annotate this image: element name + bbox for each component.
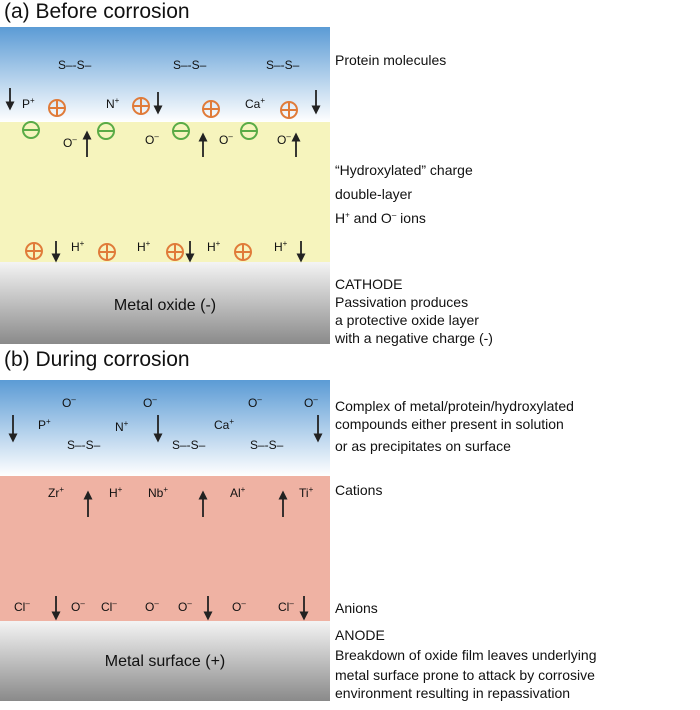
hydroxylated-charge-label: “Hydroxylated” charge	[335, 162, 473, 178]
cathode-desc-2: a protective oxide layer	[335, 312, 479, 328]
cations-label: Cations	[335, 482, 383, 498]
complex-label-1: Complex of metal/protein/hydroxylated	[335, 398, 574, 414]
ion-o-a4: O–	[277, 132, 291, 148]
ion-o-b3: O–	[178, 599, 192, 615]
disulfide-a1: S–-S–	[58, 58, 92, 72]
double-layer-label: double-layer	[335, 186, 413, 202]
protein-molecules-label: Protein molecules	[335, 52, 447, 68]
panel-b-symbols	[8, 415, 323, 621]
ion-al: Al+	[230, 485, 246, 501]
cathode-label: CATHODE	[335, 276, 403, 292]
ion-o-b2: O–	[145, 599, 159, 615]
cathode-desc-3: with a negative charge (-)	[335, 330, 493, 346]
anode-label: ANODE	[335, 627, 385, 643]
ion-h-a1: H+	[71, 239, 85, 255]
positive-charge-icon	[234, 243, 252, 261]
ion-n-a: N+	[106, 96, 120, 112]
hydroxylated-layer-band	[0, 122, 330, 262]
complex-label-3: or as precipitates on surface	[335, 438, 511, 454]
ion-h-a4: H+	[274, 239, 288, 255]
disulfide-b1: S–-S–	[67, 438, 101, 452]
disulfide-b3: S–-S–	[250, 438, 284, 452]
negative-charge-icon	[97, 122, 115, 140]
negative-charge-icon	[22, 121, 40, 139]
panel-a-title: (a) Before corrosion	[4, 0, 190, 23]
protein-solution-band-a	[0, 27, 330, 122]
ion-cl-b1: Cl–	[14, 599, 30, 615]
ion-o-b-a: O–	[62, 395, 76, 411]
metal-surface-label: Metal surface (+)	[104, 653, 226, 670]
negative-charge-icon	[172, 122, 190, 140]
anode-desc-3: environment resulting in repassivation	[335, 685, 571, 701]
ion-o-a3: O–	[219, 132, 233, 148]
ion-o-b1: O–	[71, 599, 85, 615]
disulfide-b2: S–-S–	[172, 438, 206, 452]
complex-solution-band-b	[0, 380, 330, 476]
positive-charge-icon	[166, 243, 184, 261]
anode-desc-2: metal surface prone to attack by corrosi…	[335, 667, 595, 683]
cathode-desc-1: Passivation produces	[335, 294, 469, 310]
ion-h-b: H+	[109, 485, 123, 501]
negative-charge-icon	[240, 122, 258, 140]
panel-b-title: (b) During corrosion	[4, 348, 190, 371]
ion-p-b: P+	[38, 417, 51, 433]
ion-zr: Zr+	[48, 485, 64, 501]
ion-cl-b2: Cl–	[101, 599, 117, 615]
ion-o-a1: O–	[63, 135, 77, 151]
ion-nb: Nb+	[148, 485, 169, 501]
disulfide-a2: S–-S–	[173, 58, 207, 72]
complex-label-2: compounds either present in solution	[335, 416, 564, 432]
ion-cl-b3: Cl–	[278, 599, 294, 615]
ion-p-a: P+	[22, 96, 35, 112]
ion-o-a2: O–	[145, 132, 159, 148]
ion-h-a2: H+	[137, 239, 151, 255]
positive-charge-icon	[202, 100, 220, 118]
ion-ca-a: Ca+	[245, 96, 266, 112]
positive-charge-icon	[25, 242, 43, 260]
anode-desc-1: Breakdown of oxide film leaves underlyin…	[335, 647, 597, 663]
positive-charge-icon	[48, 99, 66, 117]
positive-charge-icon	[98, 243, 116, 261]
ion-o-b-d: O–	[304, 395, 318, 411]
positive-charge-icon	[132, 97, 150, 115]
ion-h-a3: H+	[207, 239, 221, 255]
ion-ca-b: Ca+	[214, 417, 235, 433]
ion-ti: Ti+	[299, 485, 314, 501]
ion-o-b-c: O–	[248, 395, 262, 411]
ion-n-b: N+	[115, 419, 129, 435]
ion-o-b-b: O–	[143, 395, 157, 411]
disulfide-a3: S–-S–	[266, 58, 300, 72]
positive-charge-icon	[280, 101, 298, 119]
metal-surface-band	[0, 621, 330, 701]
metal-oxide-band	[0, 262, 330, 344]
anions-label: Anions	[335, 600, 378, 616]
metal-oxide-label: Metal oxide (-)	[113, 297, 217, 314]
ions-label: H+ and O– ions	[335, 210, 426, 226]
panel-a-symbols	[5, 88, 321, 263]
ion-o-b4: O–	[232, 599, 246, 615]
cation-layer-band	[0, 476, 330, 621]
